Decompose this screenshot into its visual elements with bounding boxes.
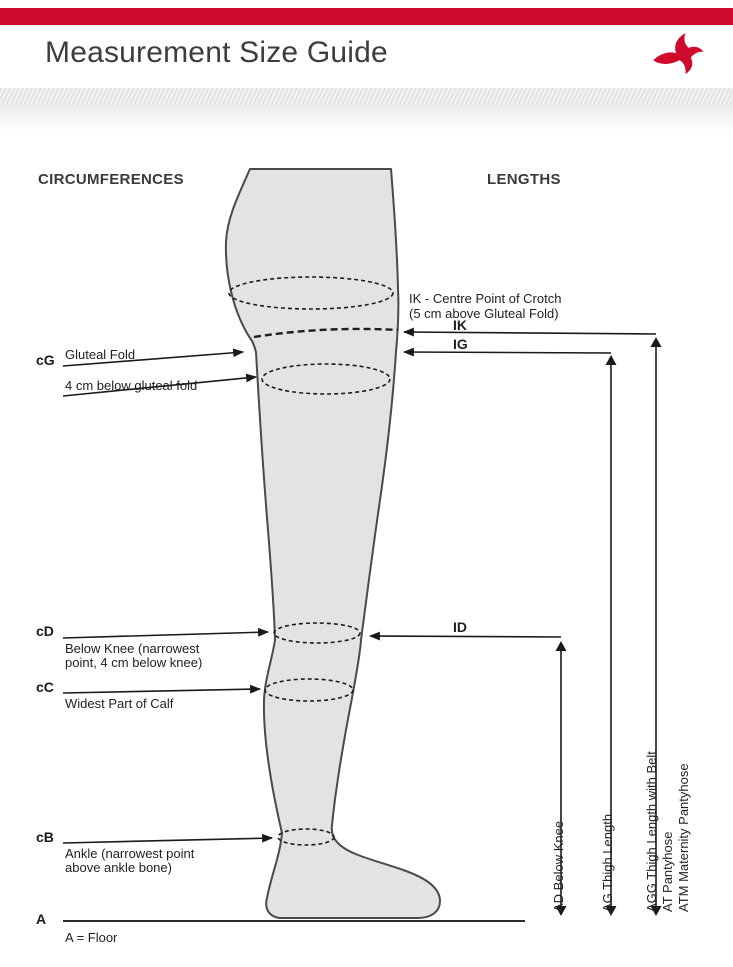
cd-code: cD xyxy=(36,623,54,639)
floor-code: A xyxy=(36,911,47,927)
cg-code: cG xyxy=(36,352,55,368)
ik-note-line2: (5 cm above Gluteal Fold) xyxy=(409,306,559,321)
crotch-dashed-line xyxy=(253,327,399,339)
ik-pointer-line xyxy=(402,327,657,337)
cd-label-1: Below Knee (narrowest xyxy=(65,641,200,656)
top-red-bar xyxy=(0,8,733,25)
agg-length-label-2: AT Pantyhose xyxy=(660,831,675,912)
cb-label-1: Ankle (narrowest point xyxy=(65,846,195,861)
ag-length-label: AG Thigh Length xyxy=(600,813,615,912)
ig-pointer-line xyxy=(402,347,612,357)
page-title: Measurement Size Guide xyxy=(45,36,388,69)
cb-label-2: above ankle bone) xyxy=(65,860,172,875)
below-knee-ellipse xyxy=(273,622,361,644)
ik-label: IK xyxy=(453,317,467,333)
ankle-arrow xyxy=(62,833,274,844)
gluteal-fold-arrow xyxy=(62,348,245,367)
id-label: ID xyxy=(453,619,467,635)
ig-label: IG xyxy=(453,336,468,352)
floor-label: A = Floor xyxy=(65,930,118,945)
leg-silhouette xyxy=(224,168,441,919)
below-gluteal-fold-arrow xyxy=(62,373,258,397)
thigh-ellipse xyxy=(261,363,391,395)
below-knee-arrow xyxy=(62,627,270,639)
swallow-bird-icon xyxy=(653,33,704,75)
calf-ellipse xyxy=(264,678,354,702)
cb-code: cB xyxy=(36,829,54,845)
agg-length-label-3: ATM Maternity Pantyhose xyxy=(676,763,691,912)
cc-label: Widest Part of Calf xyxy=(65,696,174,711)
lengths-header: LENGTHS xyxy=(487,171,561,188)
hip-ellipse xyxy=(228,276,394,310)
cc-code: cC xyxy=(36,679,54,695)
ad-length-label: AD Below Knee xyxy=(551,820,566,912)
cg-label-2: 4 cm below gluteal fold xyxy=(65,378,198,393)
circumferences-header: CIRCUMFERENCES xyxy=(38,171,184,188)
cg-label-1: Gluteal Fold xyxy=(65,347,136,362)
ik-note-line1: IK - Centre Point of Crotch xyxy=(409,291,562,306)
texture-band xyxy=(0,88,733,105)
id-pointer-line xyxy=(368,631,562,641)
calf-arrow xyxy=(62,684,262,694)
texture-band-fade xyxy=(0,105,733,131)
ankle-ellipse xyxy=(277,828,335,846)
cd-label-2: point, 4 cm below knee) xyxy=(65,655,203,670)
agg-length-label-1: AGG Thigh Length with Belt xyxy=(644,751,659,912)
